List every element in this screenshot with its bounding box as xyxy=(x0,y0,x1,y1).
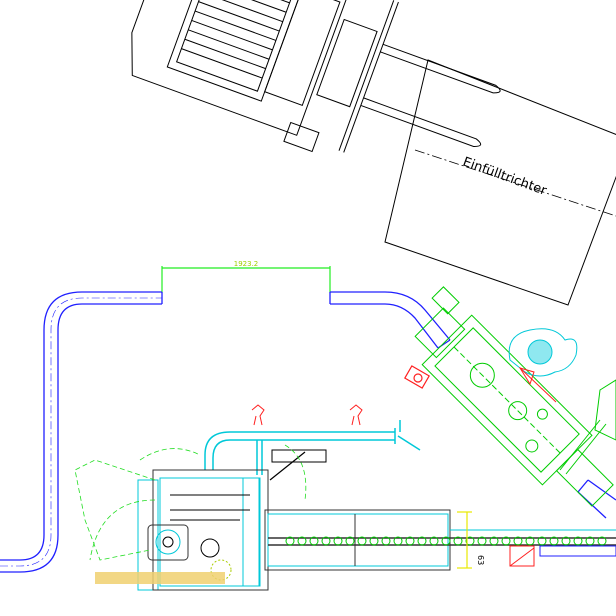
dimension-height-value: 63 xyxy=(476,555,485,565)
dimension-width-value: 1923.2 xyxy=(234,260,259,268)
hopper-label: Einfülltrichter xyxy=(461,155,549,199)
bottle xyxy=(585,536,595,546)
bottle xyxy=(501,536,511,546)
bottle xyxy=(309,536,319,546)
bottle xyxy=(489,536,499,546)
gold-feed-rail xyxy=(95,572,225,584)
bottle xyxy=(549,536,559,546)
bottle xyxy=(477,536,487,546)
bottle xyxy=(597,536,607,546)
filling-machine xyxy=(414,286,614,507)
bottle-row xyxy=(285,536,607,546)
conveyor-left xyxy=(0,291,163,573)
capper-machine xyxy=(137,469,269,591)
bottle xyxy=(321,536,331,546)
bottle xyxy=(561,536,571,546)
guide-bar xyxy=(271,449,327,463)
bottle xyxy=(369,536,379,546)
bottle xyxy=(333,536,343,546)
bottle xyxy=(537,536,547,546)
width-dimension: 1923.2 xyxy=(161,260,331,293)
forklift xyxy=(131,0,501,153)
bottle xyxy=(573,536,583,546)
conveyor-right xyxy=(329,291,616,519)
direction-arrow xyxy=(518,367,557,403)
bottle xyxy=(393,536,403,546)
bottle-conveyor xyxy=(264,509,616,571)
engine-grille xyxy=(181,0,290,79)
bottle xyxy=(405,536,415,546)
bottle xyxy=(513,536,523,546)
bottle xyxy=(297,536,307,546)
hopper: Einfülltrichter xyxy=(384,59,616,306)
operator-figure xyxy=(508,328,578,377)
bottle xyxy=(345,536,355,546)
side-unit xyxy=(559,379,616,475)
dashed-swing-outlines xyxy=(74,444,307,561)
bottle xyxy=(357,536,367,546)
hand-warning-icons xyxy=(251,404,363,426)
bottle xyxy=(429,536,439,546)
bottle xyxy=(441,536,451,546)
bottle xyxy=(417,536,427,546)
bottle xyxy=(381,536,391,546)
red-valve xyxy=(404,365,430,389)
height-dimension: 63 xyxy=(457,511,485,569)
bottle xyxy=(285,536,295,546)
bottle xyxy=(525,536,535,546)
bottle xyxy=(465,536,475,546)
piping xyxy=(204,420,421,475)
bottle xyxy=(453,536,463,546)
